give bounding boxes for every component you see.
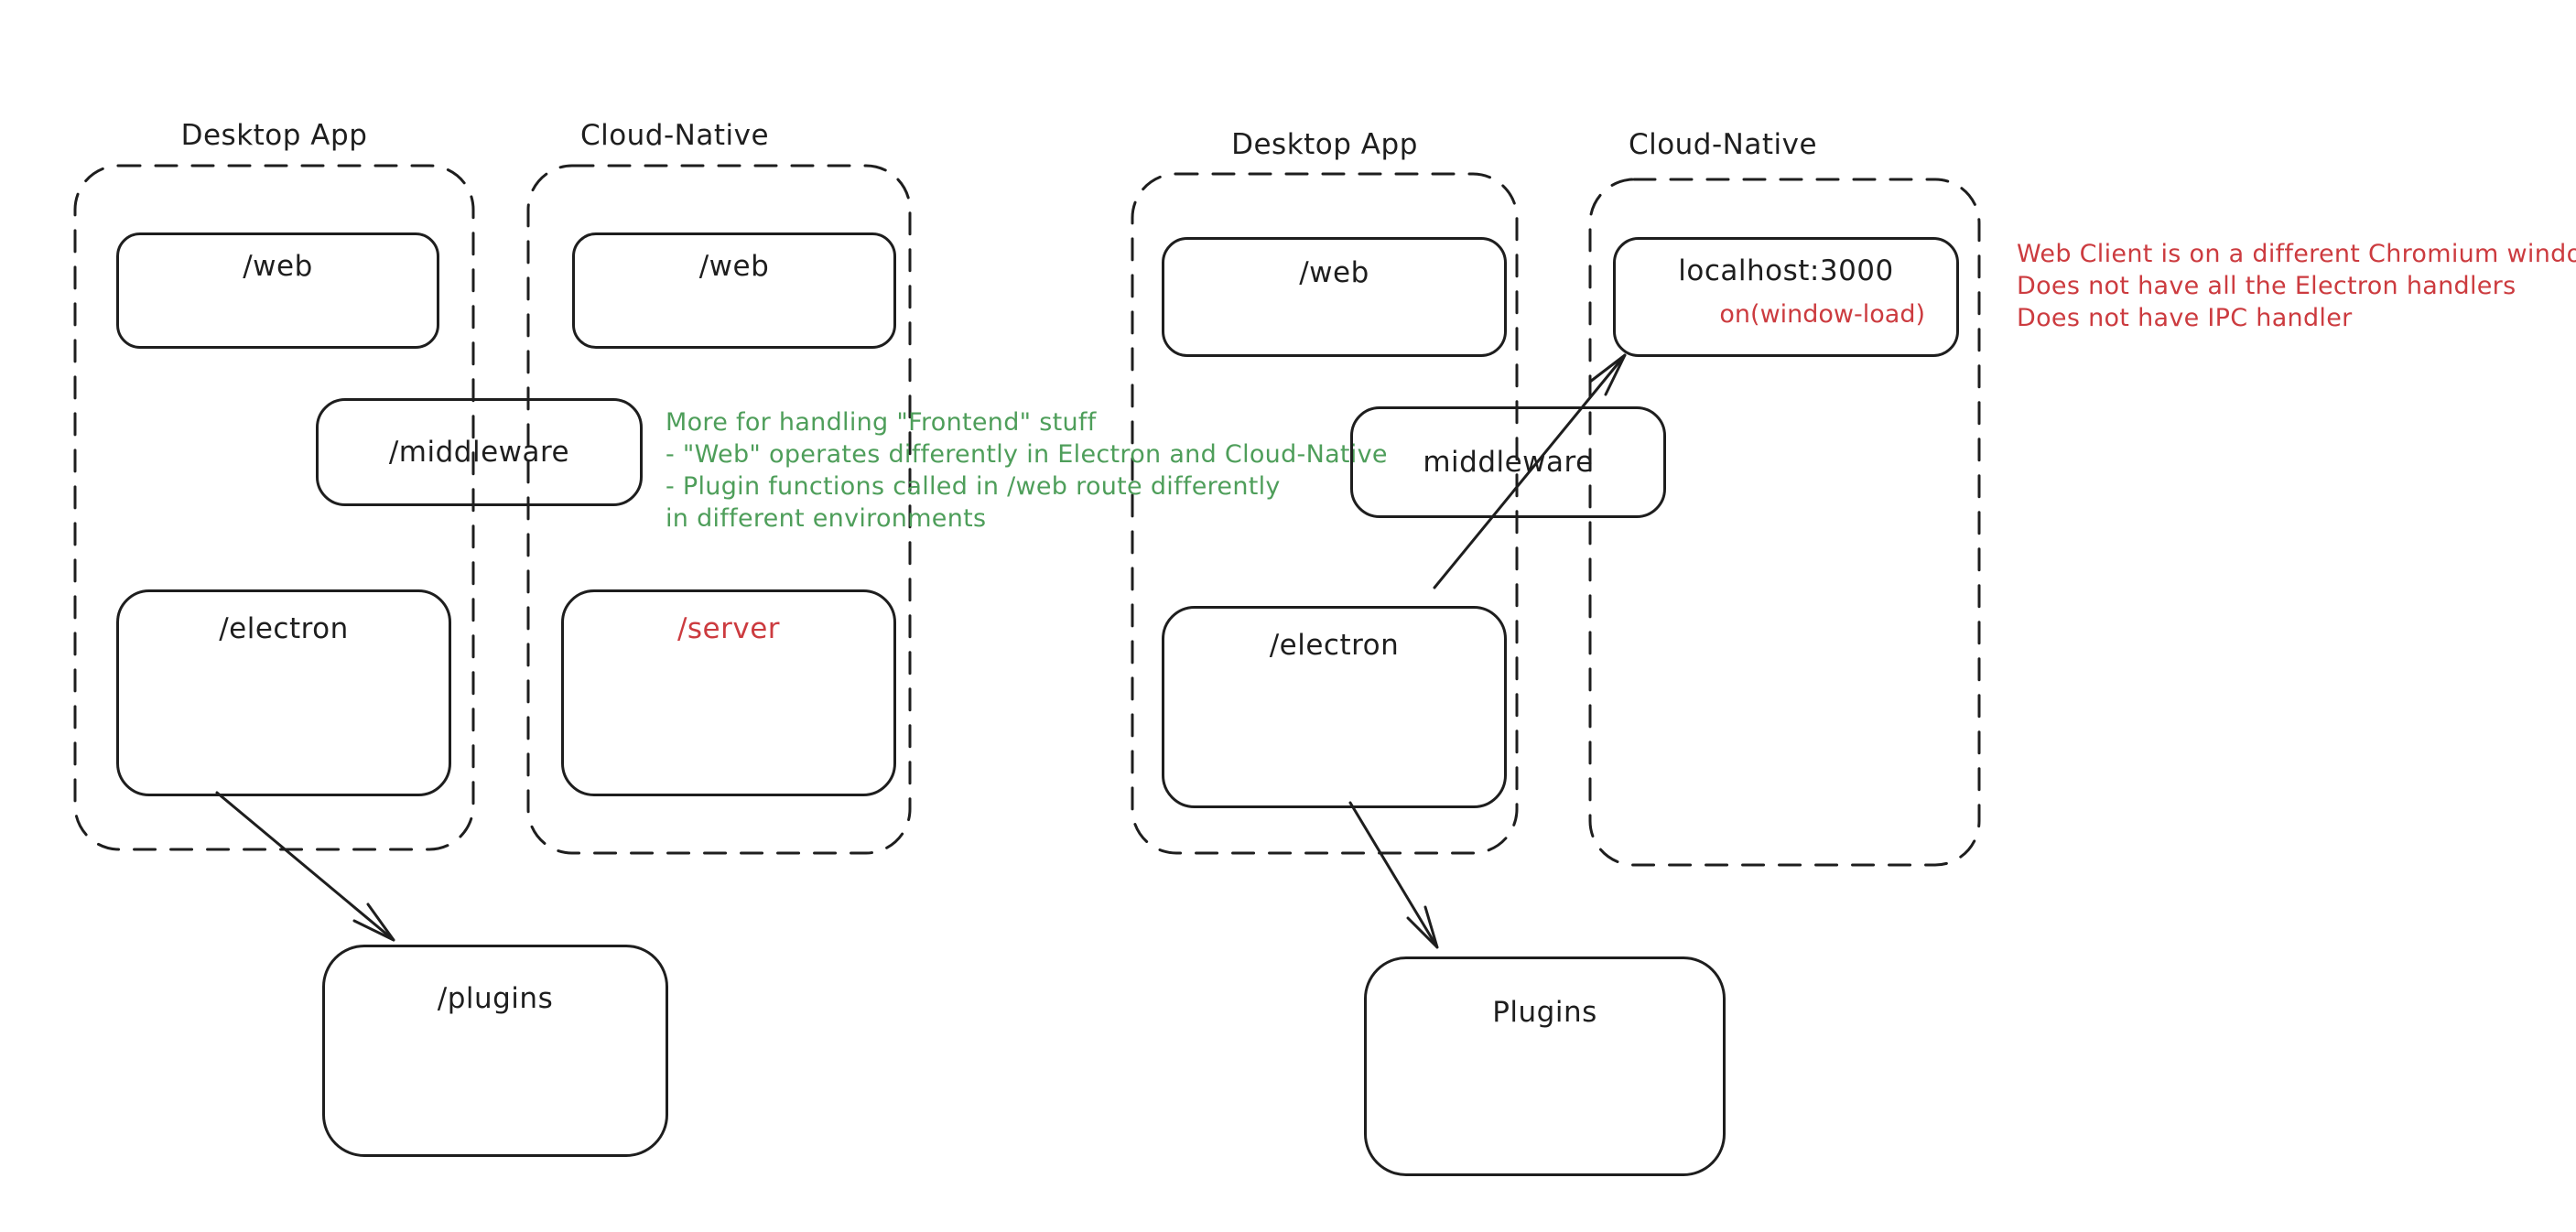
left-cloud-native-container[interactable] [526,164,912,855]
localhost-3000-node-label: localhost:3000 [1678,254,1894,287]
red-note-line: Does not have all the Electron handlers [2017,272,2516,300]
red-note-line: Web Client is on a different Chromium wi… [2017,240,2576,268]
right-desktop-app-label: Desktop App [1231,128,1418,161]
left-desktop-app-label: Desktop App [180,119,368,152]
left-middleware-node[interactable]: /middleware [316,398,643,506]
left-cloud-native-label: Cloud-Native [579,119,770,152]
localhost-3000-node[interactable]: localhost:3000 on(window-load) [1613,237,1959,357]
right-electron-to-plugins-arrow[interactable] [1348,801,1439,949]
right-plugins-node-label: Plugins [1492,996,1597,1029]
left-server-node[interactable]: /server [561,589,896,796]
left-web-cloud-node-label: /web [698,250,770,283]
green-note-line: in different environments [666,504,987,533]
on-window-load-label: on(window-load) [1719,300,1925,329]
left-electron-to-plugins-arrow[interactable] [215,791,395,942]
right-plugins-node[interactable]: Plugins [1364,956,1726,1176]
left-server-node-label: /server [676,612,781,645]
left-web-desktop-node-label: /web [243,250,313,283]
red-note[interactable]: Web Client is on a different Chromium wi… [2017,238,2576,334]
green-note-line: - Plugin functions called in /web route … [666,472,1281,501]
right-web-node[interactable]: /web [1162,237,1507,357]
right-middleware-node[interactable]: middleware [1350,406,1666,518]
right-electron-node[interactable]: /electron [1162,606,1507,808]
right-cloud-native-container[interactable] [1588,178,1981,867]
left-middleware-node-label: /middleware [388,436,570,469]
left-electron-node-label: /electron [219,612,349,645]
right-cloud-native-label: Cloud-Native [1628,128,1818,161]
right-desktop-app-container[interactable] [1131,172,1519,855]
red-note-line: Does not have IPC handler [2017,304,2353,332]
right-web-node-label: /web [1299,256,1369,289]
left-web-cloud-node[interactable]: /web [572,232,896,349]
right-electron-to-localhost-arrow[interactable] [1433,353,1627,589]
left-electron-node[interactable]: /electron [116,589,451,796]
green-note-line: - "Web" operates differently in Electron… [666,440,1388,469]
green-note[interactable]: More for handling "Frontend" stuff - "We… [666,406,1388,535]
left-plugins-node-label: /plugins [437,982,554,1015]
left-web-desktop-node[interactable]: /web [116,232,439,349]
left-plugins-node[interactable]: /plugins [322,945,668,1157]
left-desktop-app-container[interactable] [73,164,475,851]
right-electron-node-label: /electron [1269,629,1400,662]
right-middleware-node-label: middleware [1423,446,1594,479]
green-note-line: More for handling "Frontend" stuff [666,408,1097,437]
